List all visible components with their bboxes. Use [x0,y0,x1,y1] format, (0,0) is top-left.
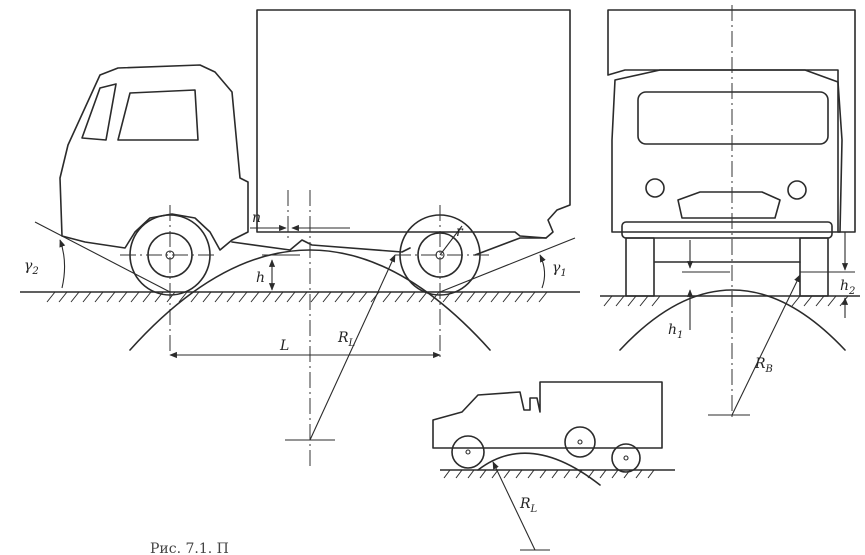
headlight-right [787,180,807,200]
front-cab [611,69,843,233]
headlight-left [645,178,665,198]
departure-line [439,237,576,293]
ground-hatch [46,291,548,303]
approach-line [34,221,171,293]
label-h: h [256,270,265,286]
label-n: n [252,210,261,226]
windshield [637,91,829,145]
wheel-right [799,237,829,297]
cab-side-window [81,83,117,141]
chassis-frame [231,239,411,253]
label-L: L [279,338,289,354]
figure-caption: Рис. 7.1. П [150,541,229,555]
front-view-truck [600,5,860,420]
ramp-arc-RL [129,249,491,351]
grille [677,191,781,219]
cargo-box [256,9,571,239]
cab-window [117,89,199,141]
label-RB: RB [754,356,773,375]
label-RL-small: RL [519,496,538,515]
front-cargo-box [607,9,856,233]
front-bumper [621,221,833,239]
small-front-wheel [451,435,485,469]
label-gamma1: γ1 [552,260,567,279]
label-RL: RL [337,330,356,349]
cab-body [59,64,249,251]
small-ramp-arc [477,452,601,486]
label-h1: h1 [668,322,683,341]
side-view-truck [20,9,580,470]
label-r: r [456,224,464,240]
label-gamma2: γ2 [24,258,39,277]
small-three-axle-truck [432,381,675,551]
wheel-left [625,237,655,297]
small-mid-wheel [564,426,596,458]
small-rear-wheel [611,443,641,473]
small-truck-body [432,381,663,449]
label-h2: h2 [840,278,855,297]
ramp-arc-RB [619,289,846,351]
